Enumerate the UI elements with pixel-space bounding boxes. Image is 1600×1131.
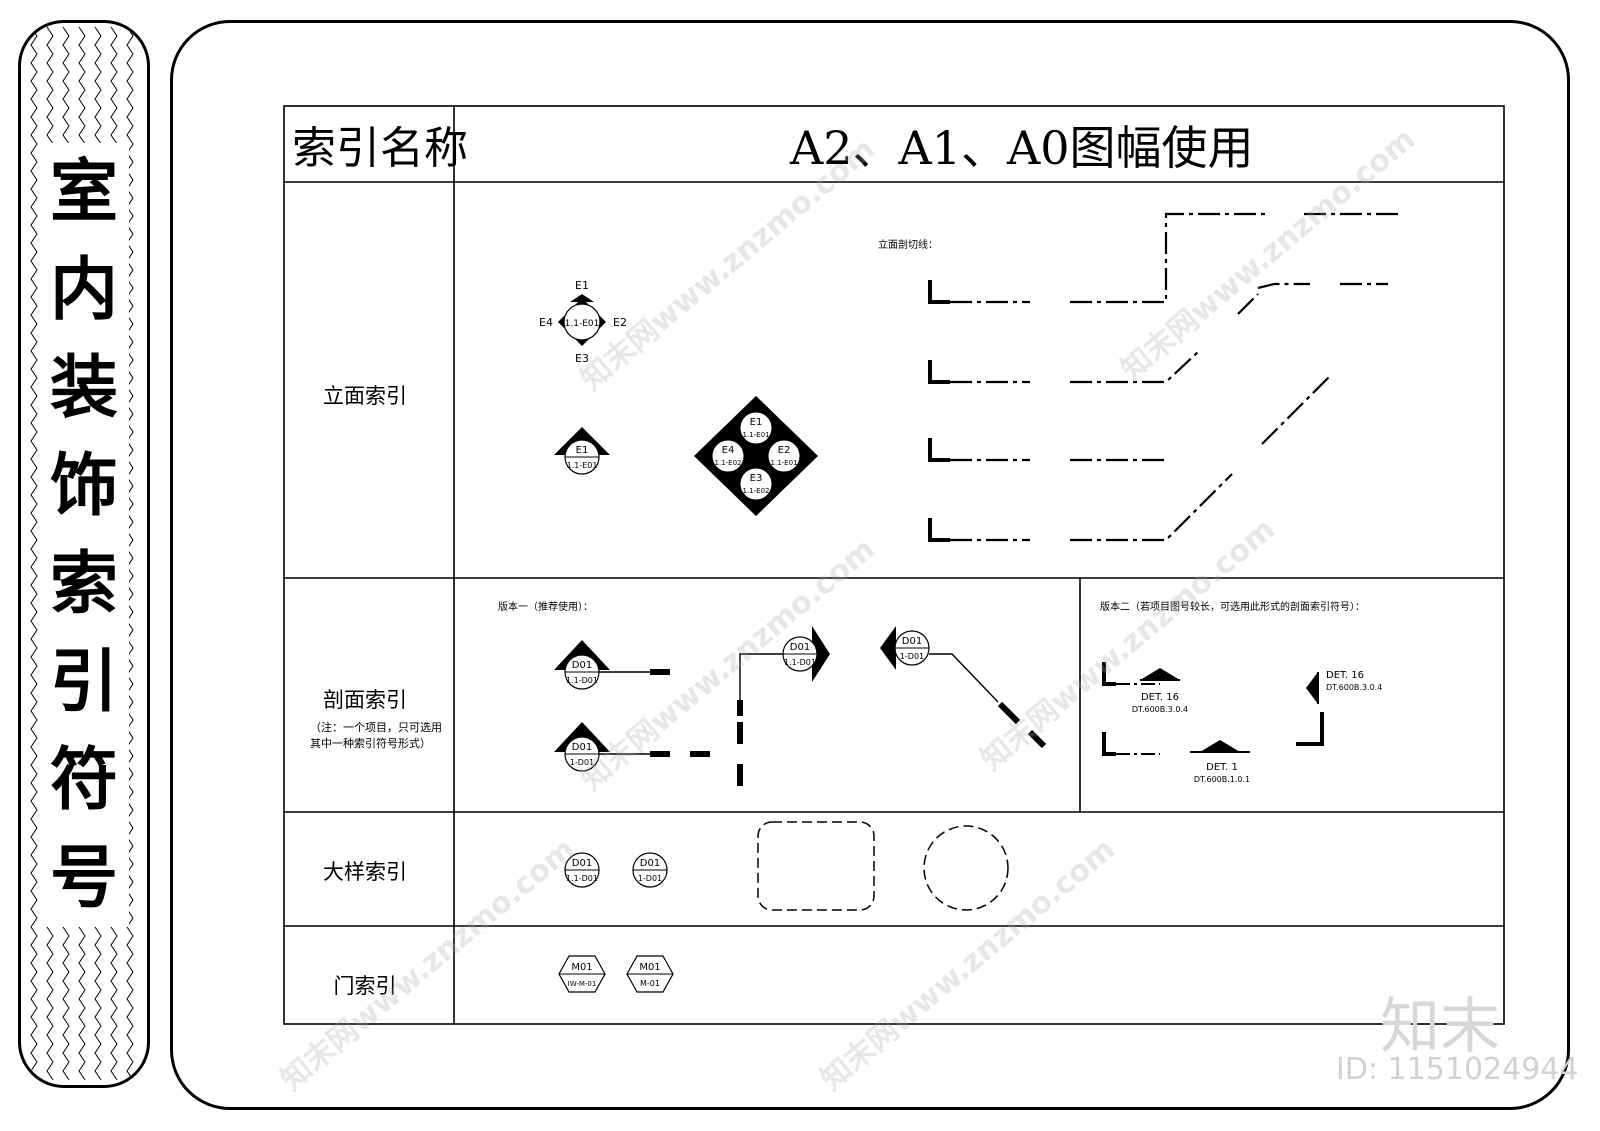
door-tag-2-ref: M-01 [640,979,660,988]
door-tag-2-top: M01 [639,962,660,973]
elevation-tag-quad: E1 1.1-E01 E4 1.1-E02 E2 1.1-E01 E3 1.1-… [694,396,818,516]
section-v2-symbols: DET. 16 DT.600B.3.0.4 DET. 1 DT.600B.1.0… [1102,662,1382,784]
section-v2-caption: 版本二（若项目图号较长，可选用此形式的剖面索引符号）： [1100,600,1365,613]
section-tag-1-ref: 1.1-D01 [566,676,598,685]
section-tag-2: D01 1-D01 [554,722,743,786]
section-note: （注：一个项目，只可选用 其中一种索引符号形式） [310,720,442,752]
door-tag-1-top: M01 [571,962,592,973]
det-2-ref: DT.600B.1.0.1 [1194,775,1250,784]
row-label-detail: 大样索引 [323,860,407,884]
elevation-tag-single: E1 1.1-E01 [554,427,610,475]
section-note-line: （注：一个项目，只可选用 [310,721,442,734]
section-tag-4-top: D01 [902,636,922,647]
det-2-label: DET. 1 [1206,762,1238,773]
quad-e1: E1 [750,417,763,428]
elevation-tag-top: E1 [575,279,589,292]
quad-e2: E2 [778,445,791,456]
section-tag-1: D01 1.1-D01 [554,640,670,690]
section-note-line: 其中一种索引符号形式） [310,737,431,750]
det-3-ref: DT.600B.3.0.4 [1326,683,1382,692]
header-title: A2、A1、A0图幅使用 [790,121,1254,175]
elevation-tag-ref: 1.1-E01 [565,319,600,329]
section-tag-3-ref: 1.1-D01 [784,658,816,667]
section-tag-3-top: D01 [790,642,810,653]
cut-line-caption: 立面剖切线： [878,238,938,251]
section-tag-4-ref: 1-D01 [900,652,924,661]
side-title-char: 饰 [39,437,129,535]
detail-tag-1-ref: 1.1-D01 [566,874,598,883]
det-1-ref: DT.600B.3.0.4 [1132,705,1188,714]
quad-e1-ref: 1.1-E01 [743,431,770,439]
zigzag-line [30,26,38,1081]
row-label-door: 门索引 [333,974,397,998]
detail-tag-2-ref: 1-D01 [638,874,662,883]
quad-e4-ref: 1.1-E02 [715,459,742,467]
table-grid [283,105,1505,1025]
door-tag-2: M01 M-01 [626,955,674,993]
small-tag-top: E1 [576,445,589,456]
elevation-tag-bottom: E3 [575,352,589,365]
elevation-tag-left: E4 [539,316,553,329]
id-text: ID: 1151024944 [1336,1052,1579,1087]
header-label: 索引名称 [292,123,468,174]
row-label-elevation: 立面索引 [323,384,407,408]
side-title-char: 号 [39,829,129,927]
detail-tag-2: D01 1-D01 [632,852,668,888]
quad-e2-ref: 1.1-E01 [771,459,798,467]
side-title: 室 内 装 饰 索 引 符 号 [21,143,147,927]
quad-e3-ref: 1.1-E02 [743,487,770,495]
quad-e3: E3 [750,473,763,484]
det-1-label: DET. 16 [1141,692,1179,703]
section-tag-2-top: D01 [572,742,592,753]
quad-e4: E4 [722,445,735,456]
detail-dashed-rect [757,821,875,911]
detail-tag-2-top: D01 [640,858,660,869]
elevation-tag-right: E2 [613,316,627,329]
side-title-char: 索 [39,535,129,633]
detail-dashed-circle [923,825,1009,911]
section-tag-2-ref: 1-D01 [570,758,594,767]
main-frame [170,20,1570,1110]
small-tag-ref: 1.1-E01 [567,461,598,470]
side-title-panel: 室 内 装 饰 索 引 符 号 [18,20,150,1088]
section-v1-caption: 版本一（推荐使用）： [498,600,593,613]
section-tag-4: D01 1-D01 [880,626,1047,749]
elevation-tag-4dir: 1.1-E01 E1 E2 E3 E4 [539,279,627,365]
row-label-section: 剖面索引 [323,688,407,712]
detail-tag-1: D01 1.1-D01 [564,852,600,888]
zigzag-line [126,26,134,1081]
side-title-char: 符 [39,731,129,829]
side-title-char: 装 [39,339,129,437]
det-3-label: DET. 16 [1326,670,1364,681]
section-tag-1-top: D01 [572,660,592,671]
side-title-char: 引 [39,633,129,731]
side-title-char: 内 [39,241,129,339]
elevation-cut-lines [928,212,1400,542]
detail-tag-1-top: D01 [572,858,592,869]
side-title-char: 室 [39,143,129,241]
door-tag-1-ref: IW-M-01 [568,980,597,988]
brand-logo: 知末 [1380,992,1500,1062]
section-tag-3: D01 1.1-D01 [737,626,830,716]
door-tag-1: M01 IW-M-01 [558,955,606,993]
